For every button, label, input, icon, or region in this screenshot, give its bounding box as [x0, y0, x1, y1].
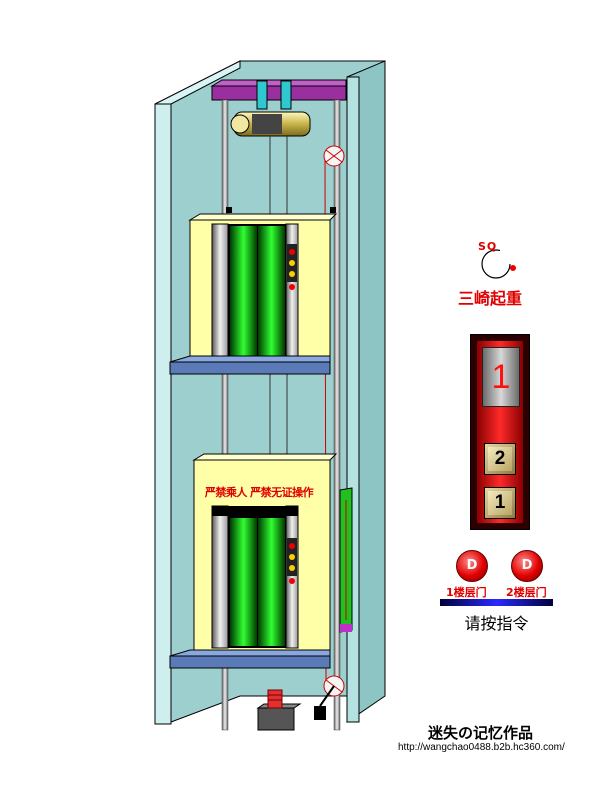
author-url[interactable]: http://wangchao0488.b2b.hc360.com/	[398, 742, 565, 753]
brand-logo	[482, 250, 516, 278]
elevator-warning-sign: 严禁乘人 严禁无证操作	[203, 484, 315, 500]
floor-display-number: 1	[483, 358, 519, 397]
floor-1-button-label: 1	[488, 491, 512, 515]
floor-2-button[interactable]: 2	[484, 443, 516, 475]
status-prompt: 请按指令	[440, 610, 553, 634]
floor-2-landing	[170, 207, 336, 374]
floor-1-button[interactable]: 1	[484, 487, 516, 519]
brand-logo-text: SQ	[478, 240, 497, 253]
floor-2-door-button[interactable]: D	[511, 550, 543, 582]
status-bar	[440, 599, 553, 606]
floor-2-door-label: 2楼层门	[506, 584, 547, 600]
call-panel: 1 2 1	[470, 334, 530, 530]
counterweight	[340, 488, 352, 632]
door-icon: D	[512, 551, 542, 581]
floor-display: 1	[482, 347, 520, 407]
floor-1-door-label: 1楼层门	[446, 584, 487, 600]
door-icon: D	[457, 551, 487, 581]
hoist-motor	[231, 112, 310, 136]
author-credit: 迷失の记忆作品	[428, 722, 533, 743]
floor-1-door-button[interactable]: D	[456, 550, 488, 582]
brand-name: 三崎起重	[440, 285, 540, 309]
floor-2-button-label: 2	[488, 447, 512, 471]
call-panel-face: 1 2 1	[477, 341, 523, 523]
